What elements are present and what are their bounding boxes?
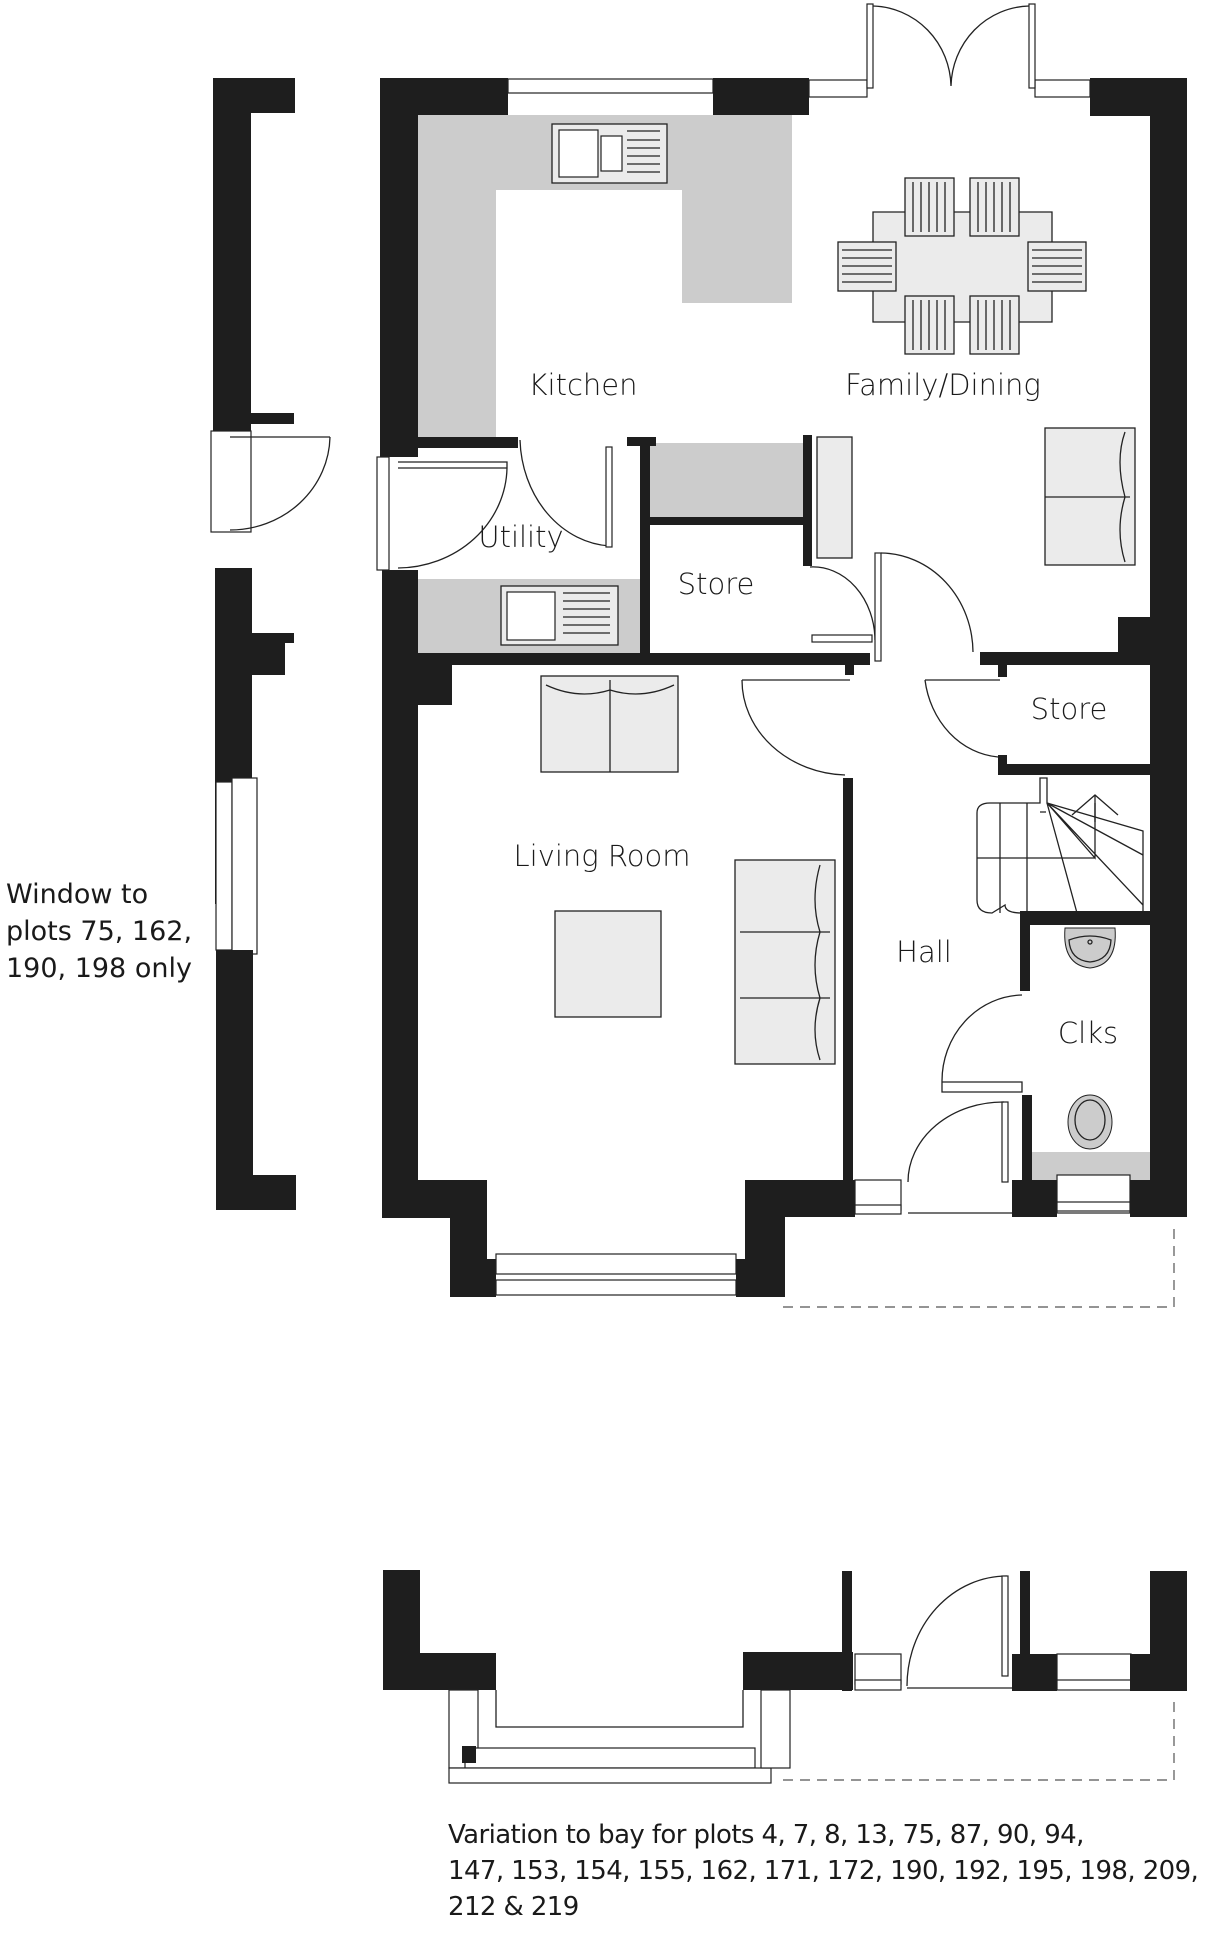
- french-doors: [866, 3, 1036, 89]
- room-label-clks: Clks: [1058, 1016, 1118, 1050]
- side-window-note: Window to plots 75, 162, 190, 198 only: [6, 876, 206, 987]
- room-label-hall-store: Store: [1031, 692, 1108, 726]
- staircase: [976, 777, 1144, 914]
- main-plan: Kitchen Family/Dining Utility Store Stor…: [376, 3, 1187, 1308]
- store-worktop: [650, 443, 805, 517]
- bay-variation-note-line-3: 212 & 219: [448, 1892, 579, 1922]
- side-window-note-line-1: Window to: [6, 879, 149, 910]
- bay-variation-note-line-2: 147, 153, 154, 155, 162, 171, 172, 190, …: [448, 1856, 1199, 1886]
- room-label-family-dining: Family/Dining: [845, 368, 1041, 402]
- bay-variation-note: Variation to bay for plots 4, 7, 8, 13, …: [448, 1817, 1216, 1925]
- room-label-utility: Utility: [478, 520, 563, 554]
- family-sofa: [1044, 427, 1136, 566]
- room-label-store: Store: [678, 567, 755, 601]
- side-wall-variation: [210, 78, 331, 1210]
- living-sofa-side: [734, 859, 836, 1065]
- toilet: [1067, 1094, 1113, 1150]
- bay-variation-plan: [383, 1570, 1187, 1784]
- dining-table-set: [837, 177, 1087, 355]
- bay-variation-note-line-1: Variation to bay for plots 4, 7, 8, 13, …: [448, 1820, 1084, 1850]
- kitchen-worktop: [418, 115, 792, 438]
- room-label-hall: Hall: [896, 935, 952, 969]
- room-label-kitchen: Kitchen: [529, 368, 638, 402]
- room-label-living-room: Living Room: [513, 839, 690, 873]
- side-window-note-line-2: plots 75, 162,: [6, 916, 193, 947]
- kitchen-window: [507, 78, 714, 94]
- fridge: [816, 436, 853, 559]
- side-window-note-line-3: 190, 198 only: [6, 953, 192, 984]
- coffee-table: [554, 910, 662, 1018]
- utility-sink: [500, 585, 619, 646]
- kitchen-sink: [551, 123, 668, 184]
- living-sofa-top: [540, 675, 679, 773]
